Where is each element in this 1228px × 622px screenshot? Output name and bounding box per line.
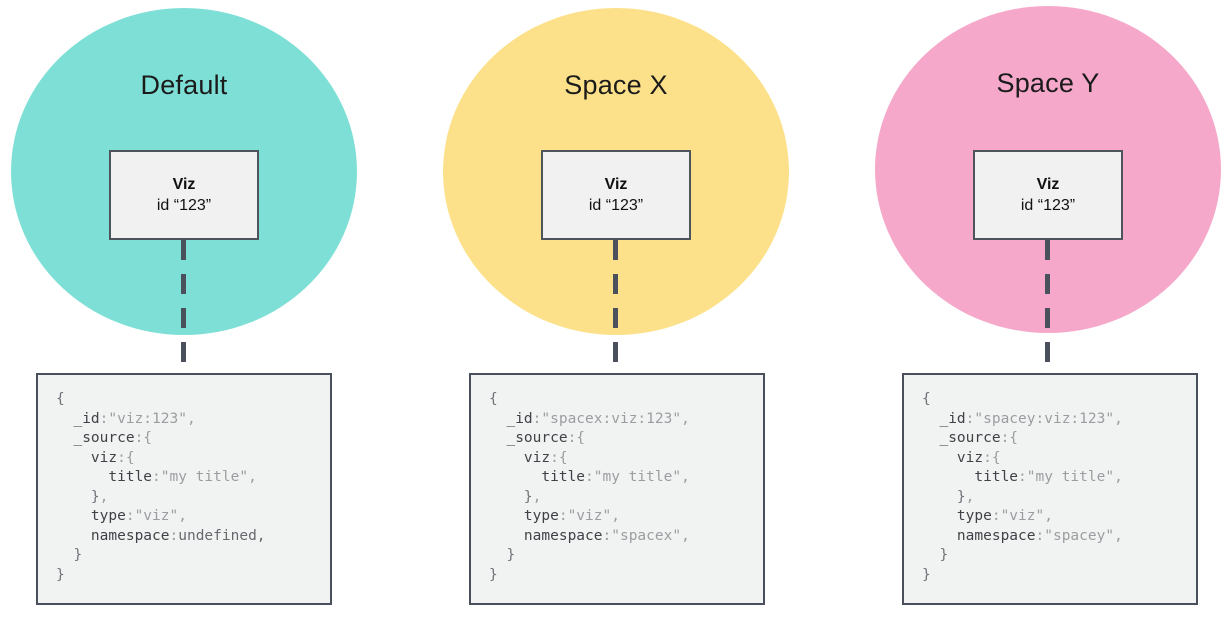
code-line: _id:"spacey:viz:123", [922,410,1123,427]
dashed-connector [181,240,186,373]
viz-node-title: Viz [172,176,196,193]
code-line: } [922,547,949,563]
code-line: type:"viz", [489,508,620,524]
code-line: type:"viz", [922,508,1053,524]
viz-node-title: Viz [604,176,628,193]
code-content: { _id:"spacey:viz:123", _source:{ viz:{ … [922,390,1188,585]
dashed-connector [1045,240,1050,373]
code-line: title:"my title", [922,469,1123,485]
viz-node-id: id “123” [588,197,644,214]
code-line: viz:{ [922,449,1001,466]
viz-node-id: id “123” [1020,197,1076,214]
code-line: { [489,391,498,407]
code-line: _source:{ [922,430,1019,446]
document-code-block: { _id:"spacex:viz:123", _source:{ viz:{ … [469,373,765,605]
code-line: namespace:"spacex", [489,527,690,544]
code-line: } [56,566,65,583]
viz-node-title: Viz [1036,176,1060,193]
code-line: { [56,391,65,407]
document-code-block: { _id:"spacey:viz:123", _source:{ viz:{ … [902,373,1198,605]
code-content: { _id:"spacex:viz:123", _source:{ viz:{ … [489,390,755,585]
code-line: _id:"viz:123", [56,410,196,427]
code-line: } [489,547,516,563]
code-line: } [56,547,83,563]
viz-node: Viz id “123” [541,150,691,240]
code-line: viz:{ [56,449,135,466]
viz-node-id: id “123” [156,197,212,214]
code-line: }, [922,488,975,505]
dashed-connector [613,240,618,373]
viz-node: Viz id “123” [109,150,259,240]
space-title: Space X [564,70,668,100]
code-line: _source:{ [56,430,153,446]
code-line: } [922,566,931,583]
code-line: namespace:"spacey", [922,527,1123,544]
code-line: }, [56,488,109,505]
code-line: type:"viz", [56,508,187,524]
code-line: _id:"spacex:viz:123", [489,410,690,427]
space-title: Default [140,70,228,100]
space-title: Space Y [996,68,1100,98]
code-line: } [489,566,498,583]
code-line: { [922,391,931,407]
viz-node: Viz id “123” [973,150,1123,240]
document-code-block: { _id:"viz:123", _source:{ viz:{ title:"… [36,373,332,605]
code-line: namespace:undefined, [56,527,266,544]
code-line: }, [489,488,542,505]
code-line: viz:{ [489,449,568,466]
code-line: title:"my title", [56,469,257,485]
code-content: { _id:"viz:123", _source:{ viz:{ title:"… [56,390,322,585]
code-line: _source:{ [489,430,586,446]
code-line: title:"my title", [489,469,690,485]
